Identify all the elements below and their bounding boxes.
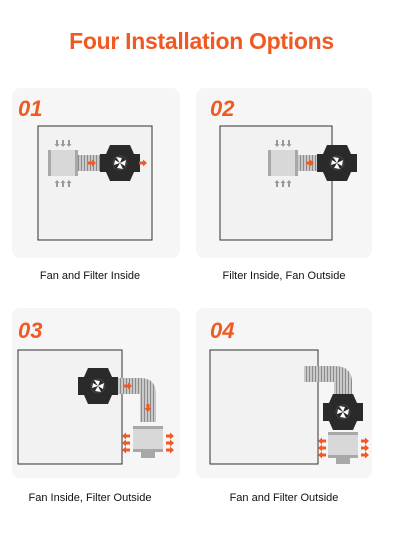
diagram-option-3 — [17, 349, 174, 465]
filter-icon — [268, 150, 298, 176]
page-title: Four Installation Options — [69, 28, 334, 54]
option-caption-3: Fan Inside, Filter Outside — [28, 492, 152, 504]
diagram-option-1 — [37, 125, 153, 241]
diagram-option-4 — [209, 349, 369, 465]
option-caption-1: Fan and Filter Inside — [39, 270, 141, 282]
filter-icon — [48, 150, 78, 176]
option-number-4: 04 — [210, 318, 235, 343]
option-caption-4: Fan and Filter Outside — [229, 492, 339, 504]
option-number-1: 01 — [18, 96, 43, 121]
filter-icon — [133, 426, 163, 452]
option-caption-2: Filter Inside, Fan Outside — [222, 270, 346, 282]
filter-icon — [328, 432, 358, 458]
option-number-3: 03 — [18, 318, 43, 343]
option-number-2: 02 — [210, 96, 235, 121]
diagram-option-2 — [219, 125, 358, 241]
fan-icon — [322, 393, 364, 431]
